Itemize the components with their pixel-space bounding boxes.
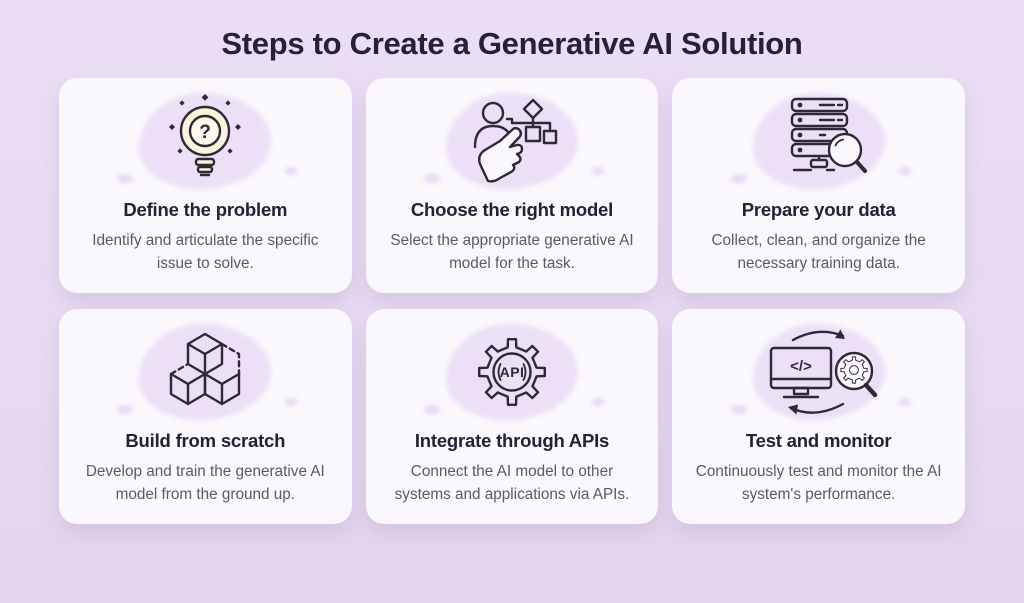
step-card-choose-model: Choose the right model Select the approp… [365, 78, 659, 293]
api-gear-icon: API [477, 337, 546, 407]
svg-text:API: API [500, 364, 525, 380]
step-card-integrate-apis: API Integrate through APIs Connect the A… [365, 309, 659, 524]
icon-area: </> [730, 321, 911, 423]
step-description: Connect the AI model to other systems an… [394, 463, 630, 503]
step-title: Prepare your data [741, 199, 896, 220]
building-blocks-icon [170, 332, 241, 406]
icon-area [730, 90, 911, 192]
monitor-test-icon: </> [769, 329, 877, 415]
data-server-search-icon [790, 97, 867, 173]
lightbulb-question-icon: ? [169, 94, 242, 177]
icon-area [423, 90, 604, 192]
step-title: Integrate through APIs [414, 430, 610, 451]
step-description: Collect, clean, and organize the necessa… [711, 232, 926, 272]
step-card-build-scratch: Build from scratch Develop and train the… [59, 309, 352, 524]
step-card-define-problem: ? Define the problem Identify and articu… [59, 78, 352, 293]
icon-area [117, 321, 298, 423]
step-description: Develop and train the generative AI mode… [85, 463, 325, 503]
model-selection-icon [473, 98, 558, 183]
step-title: Test and monitor [745, 430, 892, 451]
page-title: Steps to Create a Generative AI Solution [221, 26, 803, 61]
icon-area: ? [117, 90, 298, 192]
step-card-test-monitor: </> Test and monitor Continuously test a… [672, 309, 965, 524]
step-title: Choose the right model [410, 199, 614, 220]
icon-area: API [423, 321, 604, 423]
steps-grid: ? Define the problem Identify and articu… [59, 78, 965, 524]
svg-text:?: ? [200, 122, 212, 143]
svg-text:</>: </> [790, 358, 812, 375]
step-description: Select the appropriate generative AI mod… [390, 232, 634, 272]
step-title: Build from scratch [125, 430, 286, 451]
step-title: Define the problem [123, 199, 288, 220]
step-description: Identify and articulate the specific iss… [92, 232, 319, 272]
step-card-prepare-data: Prepare your data Collect, clean, and or… [672, 78, 965, 293]
step-description: Continuously test and monitor the AI sys… [695, 463, 942, 503]
